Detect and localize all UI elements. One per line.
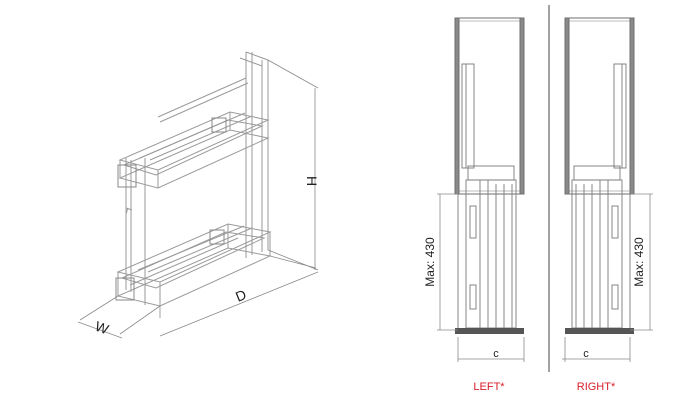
depth-label: D xyxy=(233,286,248,305)
right-c-label: c xyxy=(583,348,589,360)
left-pullout-mechanism xyxy=(457,63,517,330)
iso-dimension-lines xyxy=(77,59,319,339)
right-max-label: Max: 430 xyxy=(632,237,646,287)
height-label: H xyxy=(304,176,320,186)
isometric-pullout-drawing xyxy=(115,51,272,307)
lower-basket xyxy=(115,223,272,307)
width-label: W xyxy=(93,318,112,338)
left-caption: LEFT* xyxy=(473,381,505,393)
left-c-label: c xyxy=(493,348,499,360)
left-base xyxy=(455,328,524,334)
left-dimension-lines xyxy=(437,193,525,362)
left-view: Max: 430 c LEFT* xyxy=(423,17,525,393)
right-view: Max: 430 c RIGHT* xyxy=(562,17,653,393)
left-max-label: Max: 430 xyxy=(423,237,437,287)
right-base xyxy=(565,328,634,334)
upper-basket xyxy=(117,111,270,189)
right-pullout-mechanism xyxy=(571,63,631,330)
right-dimension-lines xyxy=(562,193,653,362)
left-cabinet-frame xyxy=(454,17,525,195)
right-caption: RIGHT* xyxy=(577,381,616,393)
